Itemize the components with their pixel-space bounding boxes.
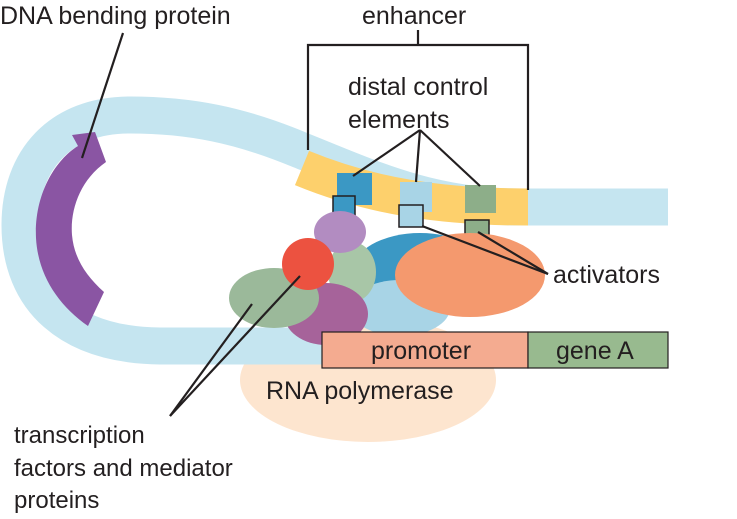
enhancer-label: enhancer xyxy=(362,2,466,30)
distal-control-label-line2: elements xyxy=(348,106,449,134)
distal-leader-2 xyxy=(414,129,422,183)
mediator-purple xyxy=(314,211,366,253)
distal-element-2 xyxy=(398,204,424,228)
activator-leader-2 xyxy=(477,231,549,275)
promoter-label: promoter xyxy=(371,337,471,365)
dna-bending-protein-label: DNA bending protein xyxy=(0,2,231,30)
transcription-factors-label-line3: proteins xyxy=(14,487,99,514)
transcription-factors-label-line2: factors and mediator xyxy=(14,455,233,482)
activator-leader-1 xyxy=(421,224,549,276)
gene-a-box xyxy=(527,331,669,369)
activator-orange xyxy=(395,233,545,317)
rna-polymerase-label: RNA polymerase xyxy=(266,377,454,405)
bending-protein-leader xyxy=(80,32,125,159)
transcription-factors-label-line1: transcription xyxy=(14,422,145,449)
activator-green xyxy=(465,185,496,213)
activators-label: activators xyxy=(553,261,660,289)
dna-bending-protein xyxy=(35,132,107,326)
tf-leader-1 xyxy=(169,275,301,417)
distal-leader-3 xyxy=(419,129,481,187)
gene-a-label: gene A xyxy=(556,337,634,365)
distal-control-label-line1: distal control xyxy=(348,73,488,101)
tf-leader-2 xyxy=(169,303,253,417)
leader-lines xyxy=(80,30,549,417)
distal-leader-1 xyxy=(352,129,421,177)
mediator-red xyxy=(282,238,334,290)
